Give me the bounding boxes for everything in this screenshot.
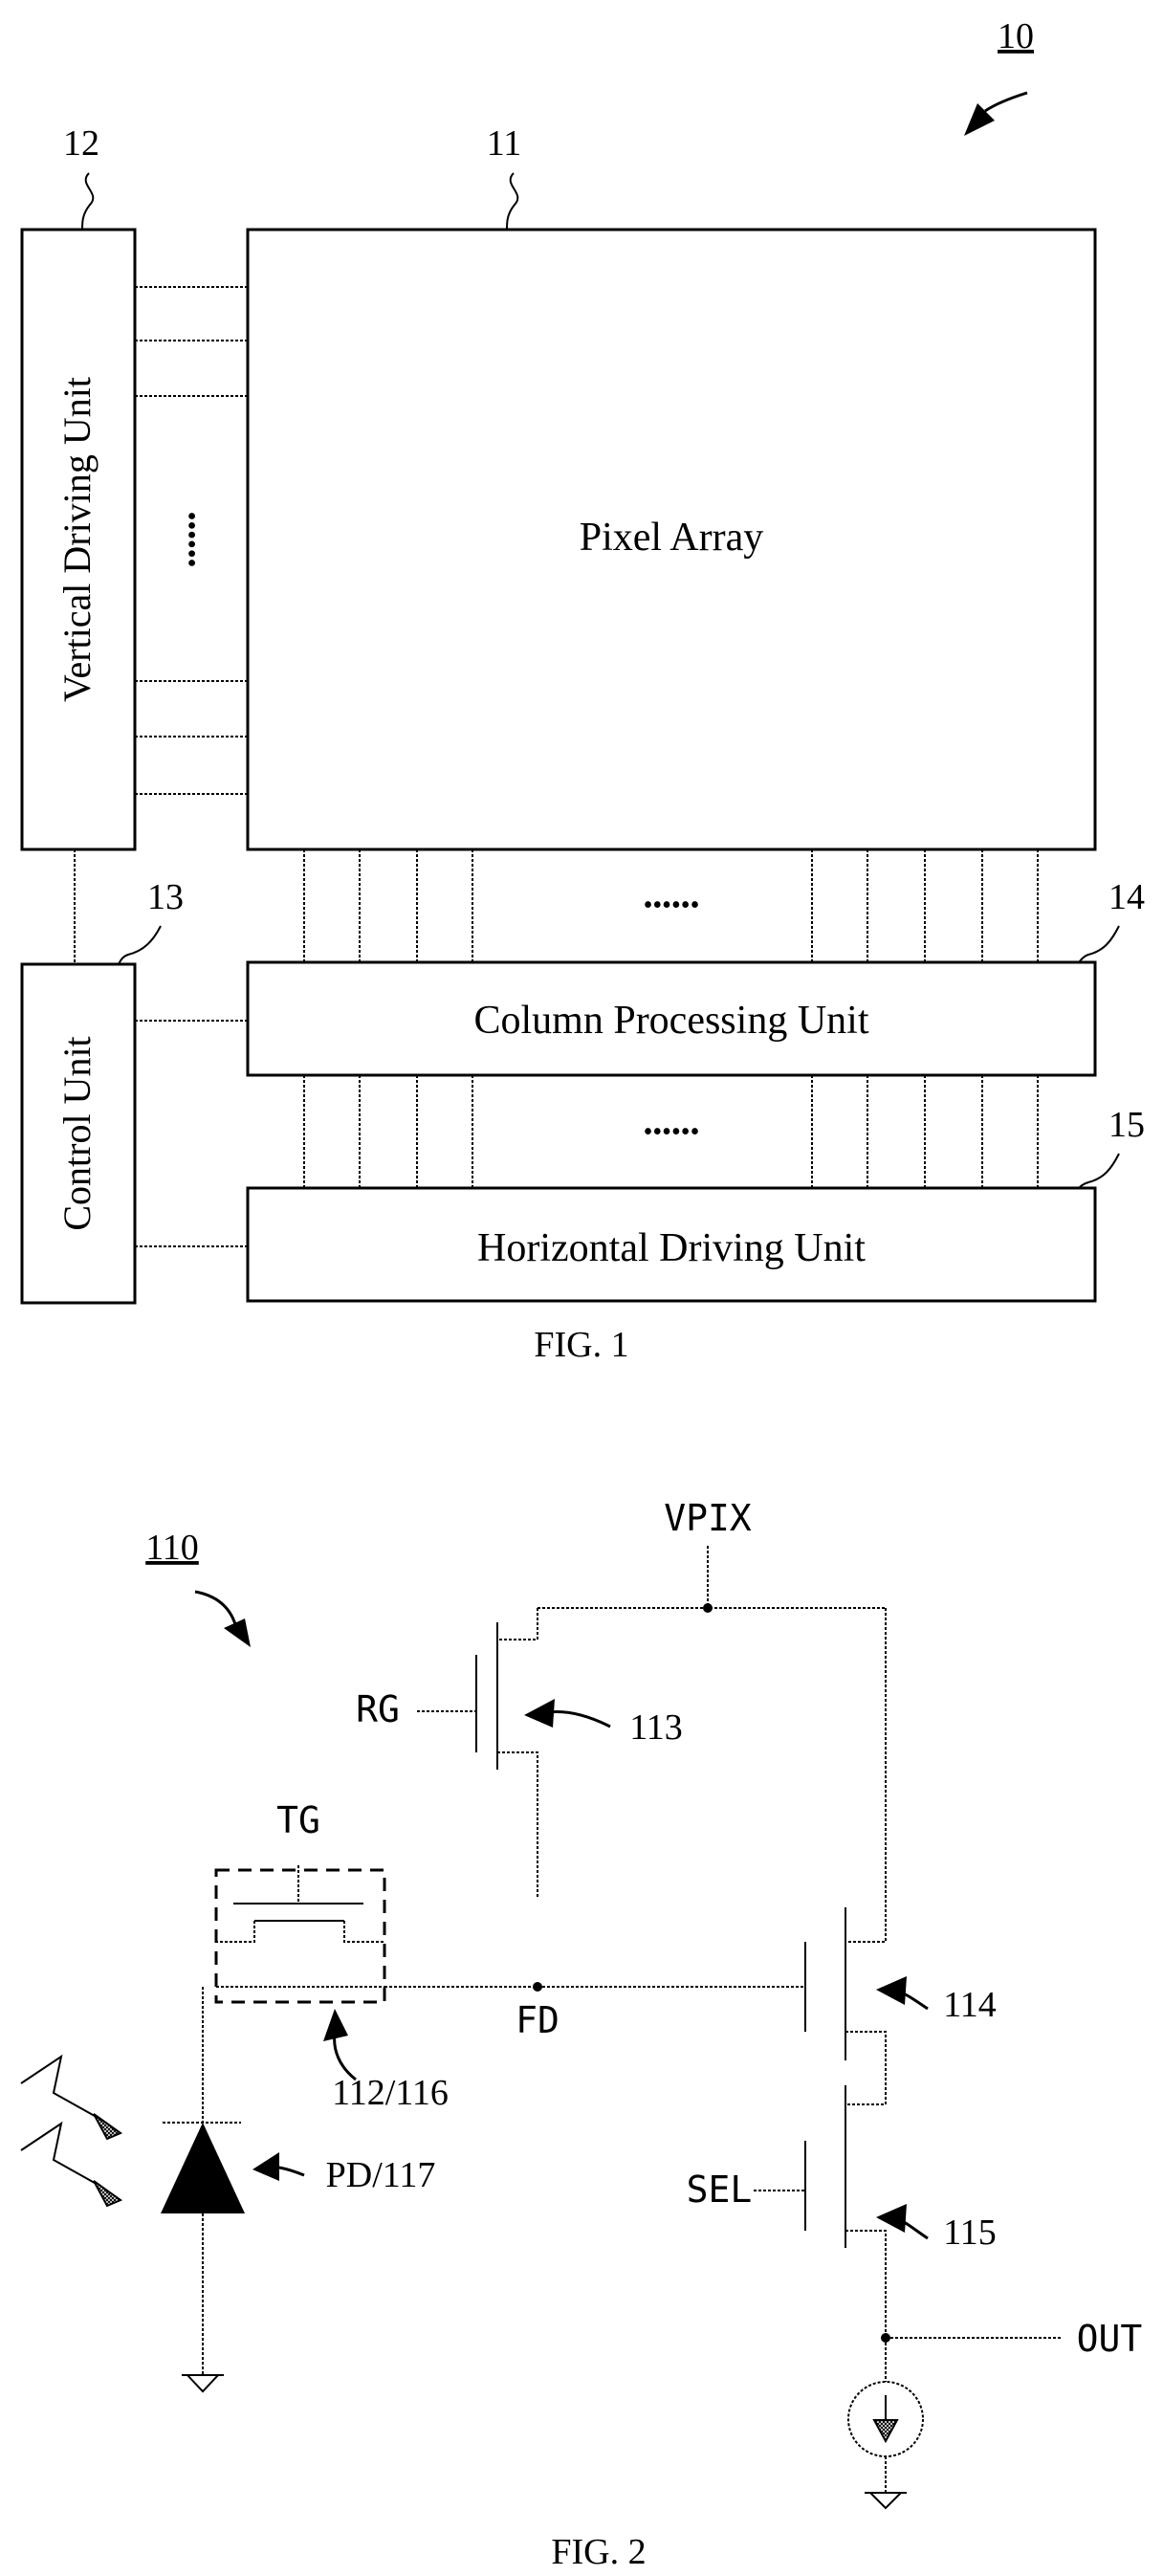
ref-14-label: 14 (1108, 877, 1145, 917)
vpix-label: VPIX (664, 1497, 752, 1539)
ref-110-label: 110 (145, 1528, 199, 1568)
ref-13-leader (119, 926, 161, 964)
column-ellipsis-lower: •••••• (644, 1117, 700, 1147)
ref-pd-label: PD/117 (326, 2155, 436, 2195)
figure-1: 10 11 12 Pixel Array Vertical Driving Un… (22, 16, 1145, 1365)
reset-transistor-113 (417, 1608, 538, 1899)
ref-114-arrowhead (876, 1976, 907, 2005)
ref-15-label: 15 (1108, 1105, 1145, 1145)
ref-114-label: 114 (943, 1985, 997, 2025)
ref-10-arrow (985, 93, 1027, 111)
pixel-array-label: Pixel Array (580, 516, 763, 560)
tg-label: TG (276, 1799, 320, 1841)
photodiode-117 (161, 1987, 245, 2391)
row-ellipsis: •••••• (178, 512, 208, 568)
fig2-caption: FIG. 2 (551, 2532, 646, 2572)
fd-label: FD (516, 1999, 560, 2041)
ref-113-arrow (549, 1712, 610, 1727)
ref-110-arrow (195, 1592, 235, 1624)
source-follower-114 (805, 1608, 886, 2104)
control-unit-label: Control Unit (55, 1036, 99, 1230)
ref-112-116-arrowhead (323, 2009, 348, 2041)
ref-12-leader (82, 173, 93, 230)
ref-15-leader (1079, 1154, 1119, 1188)
ref-115-label: 115 (943, 2213, 997, 2253)
current-source (848, 2338, 923, 2508)
transfer-gate-112-116 (216, 1865, 384, 1942)
ref-14-leader (1079, 926, 1119, 962)
light-arrow-1 (21, 2057, 121, 2139)
ref-11-leader (507, 173, 517, 230)
ref-12-label: 12 (63, 123, 99, 164)
out-label: OUT (1077, 2318, 1143, 2360)
column-processing-unit-label: Column Processing Unit (473, 999, 868, 1043)
sel-label: SEL (687, 2169, 753, 2211)
ref-pd-arrowhead (252, 2152, 279, 2181)
transfer-gate-dashed-box (216, 1870, 384, 2002)
rg-label: RG (356, 1688, 400, 1730)
figure-2: 110 VPIX RG 113 TG (21, 1497, 1142, 2572)
fd-node (533, 1982, 542, 1992)
ref-13-label: 13 (147, 877, 184, 917)
ref-110-arrowhead (224, 1618, 251, 1647)
ref-112-116-label: 112/116 (332, 2073, 449, 2113)
vertical-driving-unit-label: Vertical Driving Unit (55, 377, 99, 702)
fig1-caption: FIG. 1 (534, 1325, 628, 1365)
ref-11-label: 11 (487, 123, 522, 164)
ref-113-label: 113 (629, 1707, 683, 1748)
ref-10-label: 10 (998, 16, 1034, 56)
horizontal-driving-unit-label: Horizontal Driving Unit (477, 1226, 866, 1270)
ref-113-arrowhead (524, 1699, 555, 1728)
ref-115-arrowhead (876, 2204, 907, 2233)
select-transistor-115 (754, 2085, 886, 2338)
column-ellipsis-upper: •••••• (644, 891, 700, 920)
